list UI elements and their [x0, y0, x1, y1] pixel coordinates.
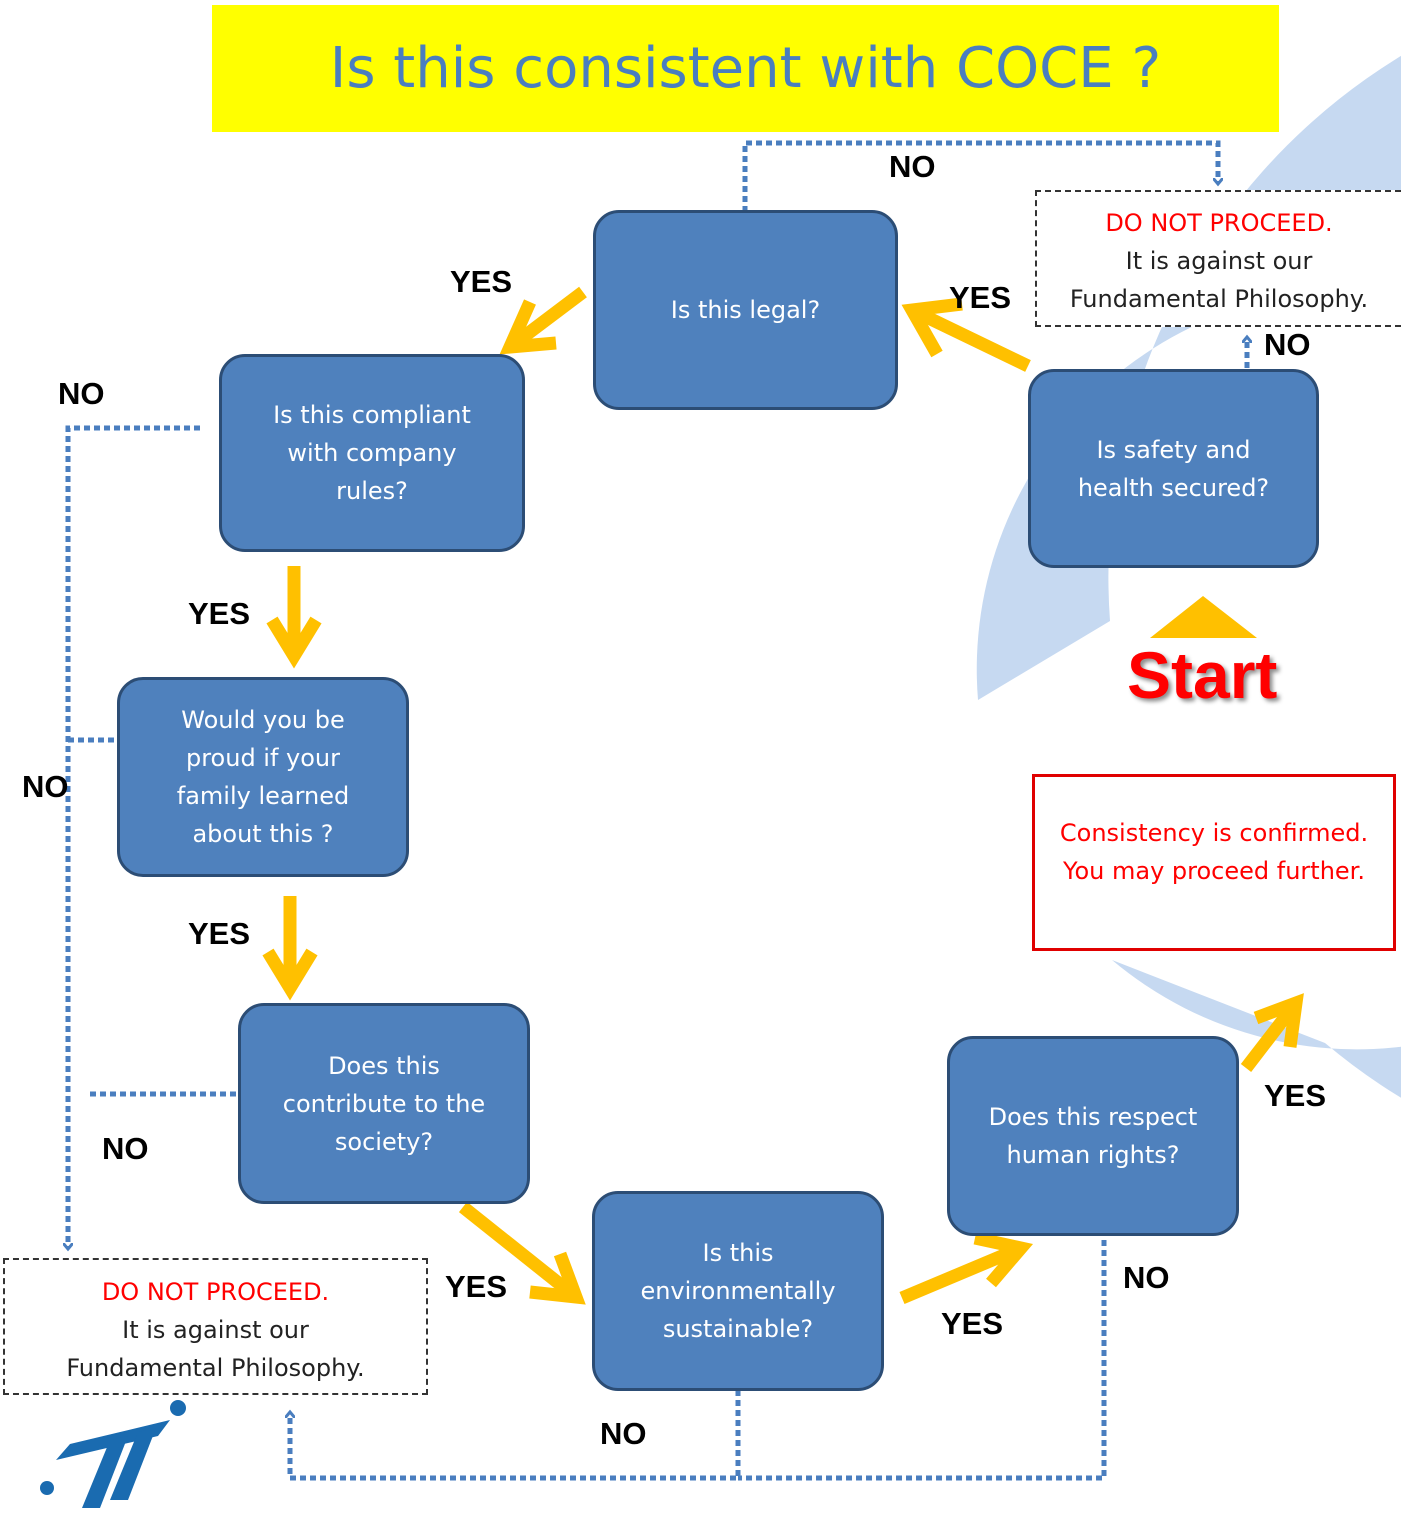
- do-not-proceed-heading: DO NOT PROCEED.: [1105, 209, 1333, 237]
- yes-arrow-legal-to-rules: [499, 286, 587, 355]
- question-legal[interactable]: Is this legal?: [593, 210, 898, 410]
- yes-label: YES: [1264, 1078, 1327, 1113]
- do-not-proceed-box-top: DO NOT PROCEED. It is against our Fundam…: [1035, 190, 1401, 327]
- yes-arrow-environment-to-rights: [899, 1231, 1034, 1304]
- question-society[interactable]: Does this contribute to the society?: [238, 1003, 530, 1204]
- do-not-proceed-box-bottom: DO NOT PROCEED. It is against our Fundam…: [3, 1258, 428, 1395]
- question-human-rights[interactable]: Does this respect human rights?: [947, 1036, 1239, 1236]
- no-label: NO: [102, 1131, 149, 1166]
- no-label: NO: [1123, 1260, 1170, 1295]
- start-label: Start: [1127, 638, 1278, 712]
- question-environment[interactable]: Is this environmentally sustainable?: [592, 1191, 884, 1391]
- title-banner: Is this consistent with COCE ?: [212, 5, 1279, 132]
- no-connector-rules: [68, 425, 200, 1248]
- question-safety[interactable]: Is safety and health secured?: [1028, 369, 1319, 568]
- yes-arrow-safety-to-legal: [901, 297, 1031, 372]
- do-not-proceed-message: It is against our Fundamental Philosophy…: [66, 1316, 365, 1382]
- no-label: NO: [889, 149, 936, 184]
- no-connector-legal: [742, 140, 1218, 212]
- yes-arrow-proud-to-society: [262, 896, 318, 1001]
- progress-ring: [976, 55, 1401, 1098]
- no-connector-environment: [290, 1390, 741, 1481]
- yes-arrow-rules-to-proud: [266, 566, 322, 669]
- no-label: NO: [22, 769, 69, 804]
- yes-arrow-rights-to-confirm: [1240, 993, 1304, 1072]
- yes-label: YES: [445, 1269, 508, 1304]
- confirmation-box: Consistency is confirmed. You may procee…: [1032, 774, 1396, 951]
- yes-label: YES: [450, 264, 513, 299]
- no-label: NO: [1264, 327, 1311, 362]
- yes-label: YES: [188, 916, 251, 951]
- no-label: NO: [58, 376, 105, 411]
- question-family-proud[interactable]: Would you be proud if your family learne…: [117, 677, 409, 877]
- yes-label: YES: [941, 1306, 1004, 1341]
- no-label: NO: [600, 1416, 647, 1451]
- do-not-proceed-heading: DO NOT PROCEED.: [101, 1278, 330, 1306]
- yes-arrow-society-to-environment: [458, 1201, 586, 1305]
- no-connector-rights: [738, 1240, 1107, 1481]
- yes-label: YES: [188, 596, 251, 631]
- start-marker-triangle: [1150, 596, 1257, 638]
- do-not-proceed-message: It is against our Fundamental Philosophy…: [1069, 247, 1369, 313]
- question-company-rules[interactable]: Is this compliant with company rules?: [219, 354, 525, 552]
- page-title: Is this consistent with COCE ?: [329, 36, 1162, 101]
- company-logo: [40, 1400, 186, 1508]
- yes-label: YES: [949, 280, 1012, 315]
